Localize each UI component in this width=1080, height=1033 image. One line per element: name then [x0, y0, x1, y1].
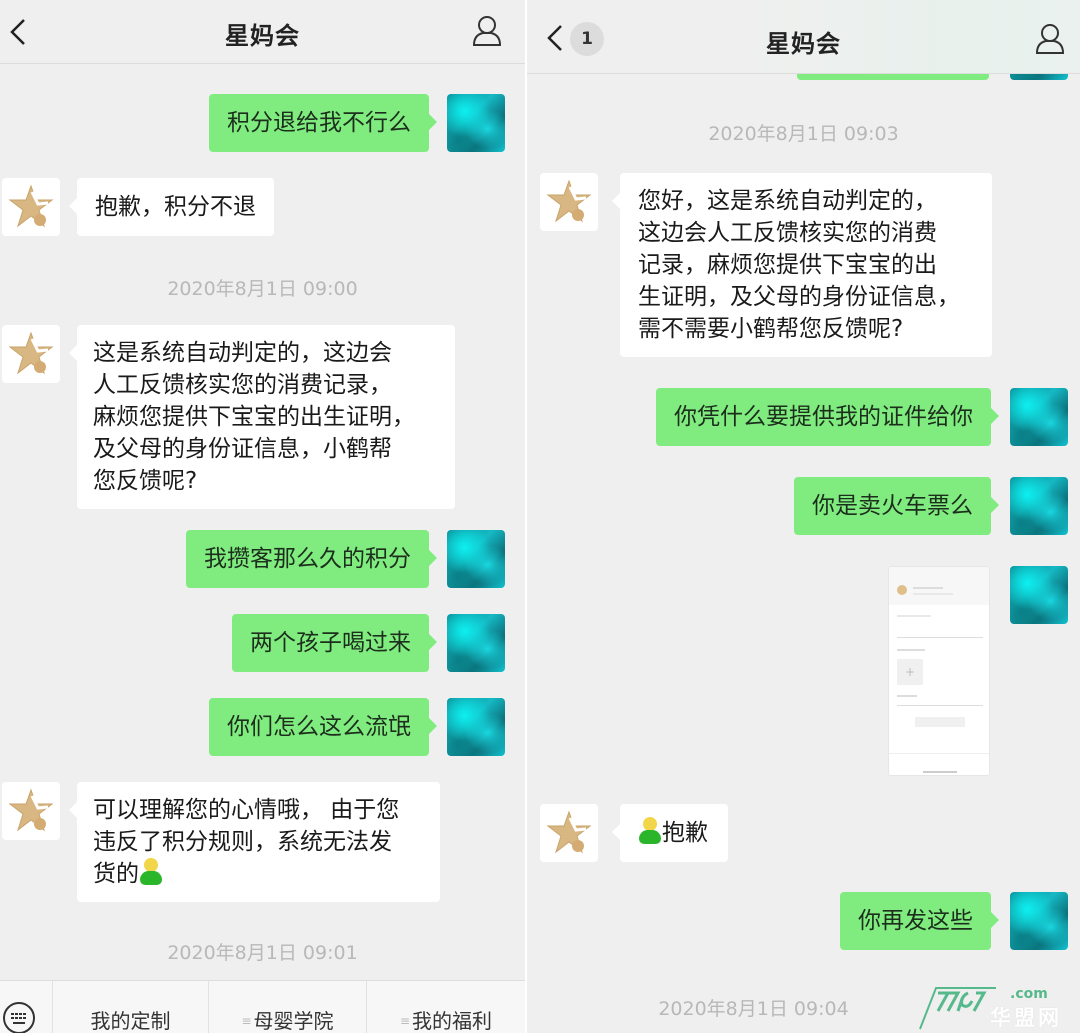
message-line: 这边会人工反馈核实您的消费	[638, 220, 937, 246]
outgoing-message[interactable]: 你凭什么要提供我的证件给你	[656, 388, 999, 446]
user-avatar[interactable]	[447, 698, 505, 756]
watermark-domain: .com	[1010, 986, 1048, 1002]
thumb-submit-button	[915, 717, 965, 727]
thumb-line	[897, 649, 925, 651]
message-text: 我攒客那么久的积分	[204, 546, 411, 572]
chat-title: 星妈会	[766, 30, 841, 58]
bot-avatar[interactable]	[2, 178, 60, 236]
message-text: 抱歉	[662, 820, 708, 846]
timestamp: 2020年8月1日 09:00	[167, 278, 358, 300]
thumb-add-photo-icon: +	[897, 659, 923, 685]
user-avatar[interactable]	[1010, 477, 1068, 535]
message-line: 您好，这是系统自动判定的，	[638, 188, 937, 214]
message-text: 你再发这些	[858, 908, 973, 934]
outgoing-message[interactable]: 我攒客那么久的积分	[186, 530, 437, 588]
site-watermark: .com 华盟网	[918, 985, 1078, 1030]
star-logo-icon	[8, 331, 54, 375]
incoming-message[interactable]: 这是系统自动判定的，这边会 人工反馈核实您的消费记录， 麻烦您提供下宝宝的出生证…	[69, 325, 455, 509]
chat-title: 星妈会	[225, 22, 300, 50]
submenu-indicator-icon: ≡	[241, 1014, 252, 1028]
thumb-divider	[889, 753, 989, 754]
message-line: 人工反馈核实您的消费记录，	[93, 372, 392, 398]
unread-count-badge[interactable]: 1	[570, 22, 604, 56]
back-arrow-icon[interactable]	[543, 22, 569, 54]
incoming-message[interactable]: 您好，这是系统自动判定的， 这边会人工反馈核实您的消费 记录，麻烦您提供下宝宝的…	[612, 173, 992, 357]
message-line-with-emoji: 货的	[93, 858, 424, 890]
thumb-line	[913, 593, 953, 595]
user-avatar[interactable]	[447, 530, 505, 588]
incoming-message[interactable]: 抱歉	[612, 804, 728, 862]
outgoing-message[interactable]: 你是卖火车票么	[794, 477, 999, 535]
message-text: 你是卖火车票么	[812, 493, 973, 519]
bottom-menu-bar: 我的定制 ≡母婴学院 ≡我的福利	[0, 980, 525, 1033]
message-line: 记录，麻烦您提供下宝宝的出	[638, 252, 937, 278]
user-avatar[interactable]	[1010, 566, 1068, 624]
user-avatar[interactable]	[447, 94, 505, 152]
user-avatar[interactable]	[1010, 892, 1068, 950]
user-avatar[interactable]	[1010, 388, 1068, 446]
menu-label: 我的定制	[90, 1009, 171, 1033]
back-arrow-icon[interactable]	[6, 16, 32, 48]
incoming-message[interactable]: 抱歉，积分不退	[69, 178, 274, 236]
77ky-logo-icon	[919, 987, 996, 1030]
incoming-message[interactable]: 可以理解您的心情哦， 由于您 违反了积分规则，系统无法发 货的	[69, 782, 440, 902]
chat-header: 星妈会	[0, 0, 525, 64]
bot-avatar[interactable]	[2, 782, 60, 840]
thumb-line	[897, 695, 917, 697]
thumb-divider	[897, 705, 983, 706]
message-line: 可以理解您的心情哦， 由于您	[93, 797, 400, 823]
timestamp: 2020年8月1日 09:01	[167, 942, 358, 964]
message-line: 您反馈呢?	[93, 468, 198, 494]
user-avatar[interactable]	[447, 614, 505, 672]
timestamp: 2020年8月1日 09:04	[658, 998, 849, 1020]
menu-label: 母婴学院	[253, 1009, 334, 1033]
thumb-logo-icon	[897, 585, 907, 595]
menu-item-my-custom[interactable]: 我的定制	[52, 981, 208, 1033]
thumb-home-indicator	[923, 771, 957, 773]
outgoing-message[interactable]: 你再发这些	[840, 892, 999, 950]
right-chat-panel: 1 星妈会 2020年8月1日 09:03 您好，这是系统自动判定的， 这边会人…	[527, 0, 1080, 1033]
smiley-person-emoji-icon	[638, 817, 662, 845]
message-text: 抱歉，积分不退	[95, 194, 256, 220]
message-text: 积分退给我不行么	[227, 110, 411, 136]
message-line: 及父母的身份证信息，小鹤帮	[93, 436, 392, 462]
star-logo-icon	[8, 788, 54, 832]
message-line: 需不需要小鹤帮您反馈呢?	[638, 316, 904, 342]
menu-item-baby-academy[interactable]: ≡母婴学院	[208, 981, 366, 1033]
star-logo-icon	[546, 179, 592, 223]
star-logo-icon	[546, 810, 592, 854]
message-line: 货的	[93, 861, 139, 887]
menu-item-my-benefits[interactable]: ≡我的福利	[366, 981, 525, 1033]
left-chat-panel: 星妈会 积分退给我不行么 抱歉，积分不退 2020年8月1日 09:00 这是系…	[0, 0, 525, 1033]
profile-icon[interactable]	[1034, 22, 1066, 56]
bot-avatar[interactable]	[2, 325, 60, 383]
star-logo-icon	[8, 184, 54, 228]
message-text: 两个孩子喝过来	[250, 630, 411, 656]
keyboard-toggle-icon[interactable]	[2, 1001, 36, 1033]
bot-avatar[interactable]	[540, 804, 598, 862]
message-line: 违反了积分规则，系统无法发	[93, 829, 392, 855]
thumb-line	[897, 615, 931, 617]
message-line: 这是系统自动判定的，这边会	[93, 340, 392, 366]
profile-icon[interactable]	[471, 14, 503, 48]
message-text: 你们怎么这么流氓	[227, 714, 411, 740]
timestamp: 2020年8月1日 09:03	[708, 123, 899, 145]
submenu-indicator-icon: ≡	[399, 1014, 411, 1028]
menu-label: 我的福利	[412, 1009, 493, 1033]
smiley-person-emoji-icon	[139, 858, 163, 886]
chat-header: 1 星妈会	[527, 0, 1080, 74]
screenshot-image-message[interactable]: +	[888, 566, 990, 776]
message-line: 麻烦您提供下宝宝的出生证明，	[93, 404, 415, 430]
thumb-line	[913, 587, 943, 589]
bot-avatar[interactable]	[540, 173, 598, 231]
message-text: 你凭什么要提供我的证件给你	[674, 404, 973, 430]
message-line: 生证明，及父母的身份证信息，	[638, 284, 960, 310]
thumb-divider	[897, 637, 983, 638]
outgoing-message[interactable]: 两个孩子喝过来	[232, 614, 437, 672]
outgoing-message[interactable]: 你们怎么这么流氓	[209, 698, 437, 756]
watermark-name: 华盟网	[990, 1006, 1062, 1030]
outgoing-message[interactable]: 积分退给我不行么	[209, 94, 437, 152]
